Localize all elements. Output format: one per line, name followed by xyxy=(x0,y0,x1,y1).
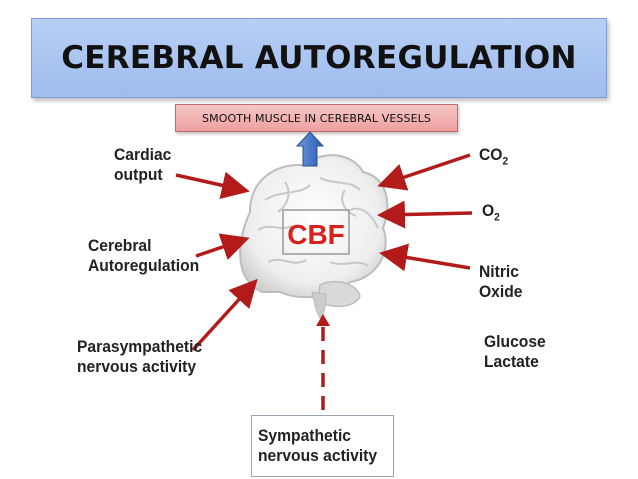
brain-illustration xyxy=(239,154,389,319)
arrow-cerebral-autoregulation xyxy=(195,233,250,261)
smooth-muscle-box: SMOOTH MUSCLE IN CEREBRAL VESSELS xyxy=(175,104,458,132)
factor-cerebral-autoregulation: Cerebral Autoregulation xyxy=(88,236,200,275)
arrow-nitric-oxide xyxy=(379,243,471,272)
page-title: CEREBRAL AUTOREGULATION xyxy=(61,40,577,76)
cbf-box xyxy=(282,209,350,255)
arrow-parasympathetic xyxy=(191,278,258,352)
arrow-cardiac-output xyxy=(175,171,250,200)
cbf-label: CBF xyxy=(287,219,345,250)
up-arrow-icon xyxy=(295,131,325,167)
factor-o2: O2 xyxy=(482,201,500,224)
factor-cardiac-output: Cardiac output xyxy=(114,145,172,184)
factor-parasympathetic: Parasympathetic nervous activity xyxy=(77,337,203,376)
arrow-o2 xyxy=(377,200,473,229)
factor-nitric-oxide: Nitric Oxide xyxy=(479,262,523,301)
title-banner: CEREBRAL AUTOREGULATION xyxy=(31,18,607,98)
factor-sympathetic: Sympathetic nervous activity xyxy=(258,426,378,465)
factor-co2: CO2 xyxy=(479,145,509,168)
sympathetic-box xyxy=(251,415,394,477)
factor-glucose-lactate: Glucose Lactate xyxy=(484,332,546,371)
arrow-sympathetic-head xyxy=(316,314,330,326)
smooth-muscle-label: SMOOTH MUSCLE IN CEREBRAL VESSELS xyxy=(202,111,431,125)
arrow-co2 xyxy=(377,153,471,191)
